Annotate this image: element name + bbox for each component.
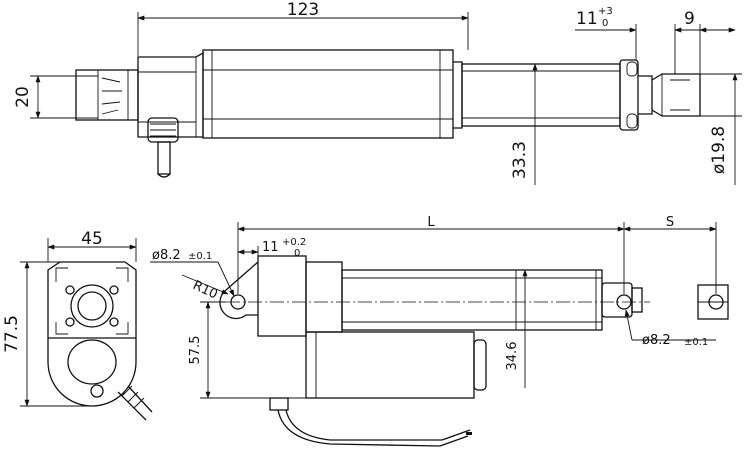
end-screw (65, 285, 75, 295)
end-view: 45 77.5 (2, 229, 153, 421)
side-motor-can (305, 331, 487, 399)
dim-stroke-S: S (623, 215, 717, 294)
dim-end-width-45: 45 (47, 229, 137, 262)
dim-length-L: L (237, 215, 625, 294)
end-motor-boss (67, 339, 117, 385)
dim-rod-dia: ø19.8 (700, 73, 742, 185)
end-screw (109, 317, 119, 327)
end-screw (109, 285, 119, 295)
dim-offset-label: 11 (262, 240, 279, 255)
dim-side-tube-label: 34.6 (505, 342, 520, 371)
top-main-tube (202, 49, 454, 139)
side-cable (269, 397, 472, 447)
dim-offset-tol-upper: +0.2 (282, 237, 306, 248)
dim-end-width-label: 45 (81, 229, 103, 249)
side-gear-housing (257, 255, 343, 337)
dim-radius-label: R10 (190, 278, 220, 302)
dim-clevis-9: 9 (675, 9, 736, 74)
side-front-rod (601, 282, 643, 318)
dim-stroke-tol-lower: 0 (602, 18, 608, 29)
dim-offset-11: 11 +0.2 0 (237, 237, 306, 259)
top-clevis (638, 73, 701, 117)
dim-length-L-label: L (427, 215, 435, 230)
dim-length-123: 123 (137, 0, 469, 56)
dim-clevis-label: 9 (684, 9, 695, 29)
end-vent-hole (90, 384, 104, 398)
dim-side-tube-34-6: 34.6 (505, 269, 528, 388)
dim-motor-20: 20 (13, 75, 98, 119)
dim-stroke-tol-upper: +3 (598, 6, 613, 17)
top-rod-end (619, 59, 639, 131)
top-view: 123 11 +3 0 9 20 (13, 0, 742, 185)
end-screw (65, 317, 75, 327)
side-clevis-detail (697, 284, 729, 320)
side-view: L S 11 +0.2 0 ø8.2 ±0.1 R10 (150, 215, 729, 447)
dim-stroke-S-label: S (666, 215, 674, 230)
dim-motor-drop-label: 57.5 (188, 336, 203, 365)
side-rear-lug (219, 261, 259, 320)
dim-tube-33-3: 33.3 (462, 63, 545, 185)
top-cable-gland (147, 117, 179, 178)
end-bearing-inner (77, 291, 107, 321)
end-bearing-bore (70, 284, 114, 328)
dim-motor-drop: 57.5 (188, 301, 306, 399)
dim-tube-label: 33.3 (510, 141, 530, 179)
dim-stroke-11: 11 +3 0 (575, 6, 690, 74)
top-motor-housing (75, 69, 139, 121)
top-front-cap (453, 61, 463, 129)
dim-front-hole-tol: ±0.1 (684, 337, 708, 348)
dim-length-label: 123 (287, 0, 319, 20)
dim-front-hole: ø8.2 ±0.1 (624, 309, 716, 348)
end-cable (117, 385, 153, 421)
side-main-tube (341, 269, 603, 331)
dim-rod-dia-label: ø19.8 (709, 126, 729, 174)
dim-motor-label: 20 (13, 86, 33, 108)
dim-end-height-77-5: 77.5 (2, 261, 92, 407)
top-inner-rod (461, 63, 621, 127)
end-gearbox-face (47, 261, 137, 339)
dim-front-hole-label: ø8.2 (642, 333, 671, 348)
dim-stroke-label: 11 (576, 9, 598, 29)
dim-end-height-label: 77.5 (2, 315, 22, 353)
dim-rear-hole: ø8.2 ±0.1 (150, 248, 235, 297)
dim-rear-hole-tol: ±0.1 (188, 251, 212, 262)
dim-rear-hole-label: ø8.2 (152, 248, 181, 263)
dim-offset-tol-lower: 0 (294, 248, 300, 259)
